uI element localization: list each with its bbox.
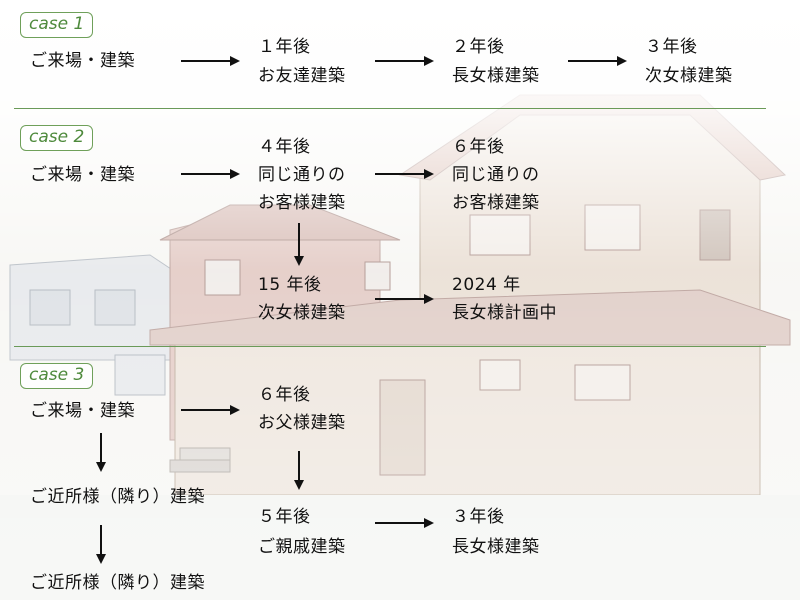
case2-arrow-1 bbox=[181, 169, 240, 179]
case3-step2-time: ５年後 bbox=[258, 507, 311, 527]
case2-step2-time: ６年後 bbox=[452, 137, 505, 157]
case1-step1-time: １年後 bbox=[258, 37, 311, 57]
case1-step1-event: お友達建築 bbox=[258, 66, 346, 86]
case3-step1-time: ６年後 bbox=[258, 385, 311, 405]
divider-1 bbox=[14, 108, 766, 109]
case3-step3-time: ３年後 bbox=[452, 507, 505, 527]
case1-step3-time: ３年後 bbox=[645, 37, 698, 57]
case3-step1-event: お父様建築 bbox=[258, 413, 346, 433]
case2-step1-line2: お客様建築 bbox=[258, 193, 346, 213]
case2-step3-event: 次女様建築 bbox=[258, 303, 346, 323]
case3-arrow-down-left-1 bbox=[96, 433, 106, 472]
case2-arrow-3 bbox=[375, 294, 434, 304]
case2-step1-time: ４年後 bbox=[258, 137, 311, 157]
case3-start: ご来場・建築 bbox=[30, 401, 135, 421]
case3-arrow-down-mid bbox=[294, 451, 304, 490]
case2-step1-line1: 同じ通りの bbox=[258, 165, 346, 185]
case1-arrow-3 bbox=[568, 56, 627, 66]
case3-arrow-2 bbox=[375, 518, 434, 528]
case3-step2-event: ご親戚建築 bbox=[258, 537, 346, 557]
divider-2 bbox=[14, 346, 766, 347]
case3-arrow-down-left-2 bbox=[96, 525, 106, 564]
case2-start: ご来場・建築 bbox=[30, 165, 135, 185]
case2-step4-event: 長女様計画中 bbox=[452, 303, 557, 323]
case1-step2-time: ２年後 bbox=[452, 37, 505, 57]
case2-step4-time: 2024 年 bbox=[452, 275, 521, 295]
case3-arrow-1 bbox=[181, 405, 240, 415]
case1-arrow-2 bbox=[375, 56, 434, 66]
case2-step2-line1: 同じ通りの bbox=[452, 165, 540, 185]
case2-step2-line2: お客様建築 bbox=[452, 193, 540, 213]
case1-step2-event: 長女様建築 bbox=[452, 66, 540, 86]
case3-neighbor-2: ご近所様（隣り）建築 bbox=[30, 573, 205, 593]
case1-step3-event: 次女様建築 bbox=[645, 66, 733, 86]
case2-arrow-down bbox=[294, 223, 304, 266]
case2-step3-time: 15 年後 bbox=[258, 275, 322, 295]
case3-step3-event: 長女様建築 bbox=[452, 537, 540, 557]
case3-tag: case 3 bbox=[20, 363, 94, 389]
case1-arrow-1 bbox=[181, 56, 240, 66]
case2-arrow-2 bbox=[375, 169, 434, 179]
case1-tag: case 1 bbox=[20, 12, 94, 38]
case1-start: ご来場・建築 bbox=[30, 51, 135, 71]
case3-neighbor-1: ご近所様（隣り）建築 bbox=[30, 487, 205, 507]
case2-tag: case 2 bbox=[20, 125, 94, 151]
